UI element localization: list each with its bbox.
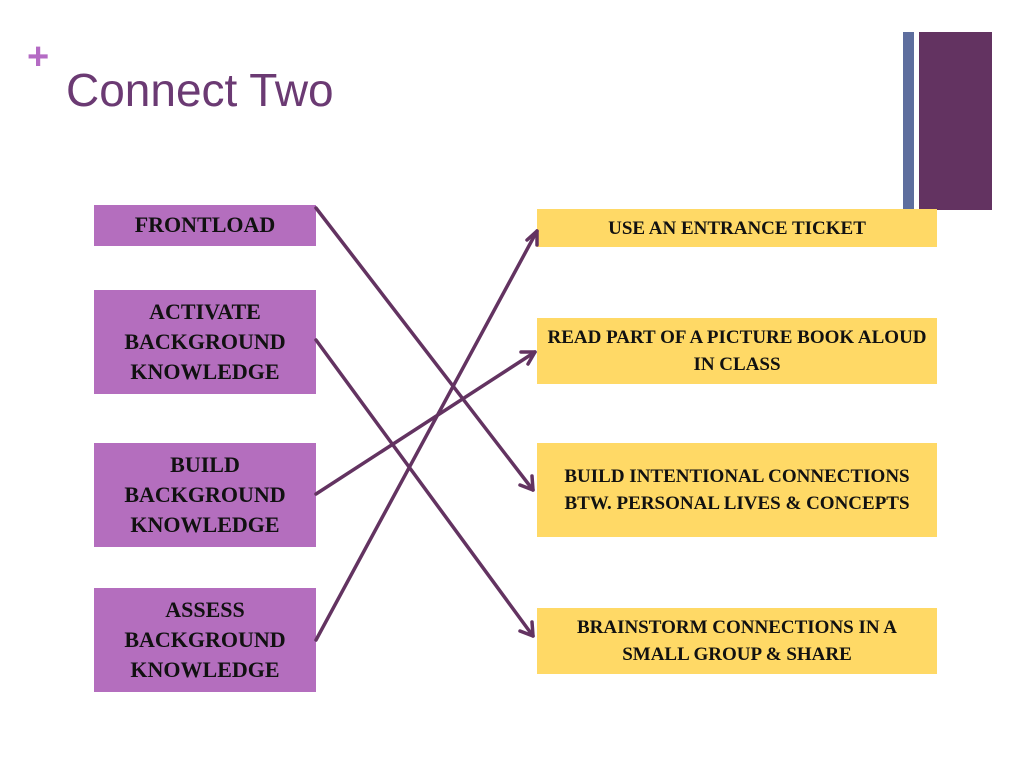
decorative-bar-thick bbox=[919, 32, 992, 210]
arrow-assess-to-entrance-ticket bbox=[314, 229, 539, 642]
right-box-picture-book: READ PART OF A PICTURE BOOK ALOUD IN CLA… bbox=[537, 318, 937, 384]
left-box-assess: ASSESS BACKGROUND KNOWLEDGE bbox=[94, 588, 316, 692]
right-box-intentional-connections: BUILD INTENTIONAL CONNECTIONS BTW. PERSO… bbox=[537, 443, 937, 537]
right-box-brainstorm: BRAINSTORM CONNECTIONS IN A SMALL GROUP … bbox=[537, 608, 937, 674]
decorative-bar-thin bbox=[903, 32, 914, 210]
left-box-activate: ACTIVATE BACKGROUND KNOWLEDGE bbox=[94, 290, 316, 394]
arrowhead-icon bbox=[518, 474, 535, 492]
arrow-build-to-picture-book bbox=[314, 350, 537, 496]
arrow-frontload-to-intentional-connections bbox=[314, 206, 535, 492]
slide-title: Connect Two bbox=[66, 64, 334, 116]
right-box-label: BUILD INTENTIONAL CONNECTIONS BTW. PERSO… bbox=[564, 466, 910, 514]
arrowhead-icon bbox=[525, 229, 539, 247]
arrowhead-icon bbox=[518, 620, 535, 638]
left-box-label: ACTIVATE BACKGROUND KNOWLEDGE bbox=[124, 299, 286, 384]
plus-icon: + bbox=[27, 36, 50, 78]
right-box-label: USE AN ENTRANCE TICKET bbox=[608, 217, 866, 239]
right-box-entrance-ticket: USE AN ENTRANCE TICKET bbox=[537, 209, 937, 247]
left-box-build: BUILD BACKGROUND KNOWLEDGE bbox=[94, 443, 316, 547]
left-box-frontload: FRONTLOAD bbox=[94, 205, 316, 246]
left-box-label: ASSESS BACKGROUND KNOWLEDGE bbox=[124, 597, 286, 682]
left-box-label: FRONTLOAD bbox=[134, 212, 276, 237]
right-box-label: READ PART OF A PICTURE BOOK ALOUD IN CLA… bbox=[547, 327, 927, 375]
right-box-label: BRAINSTORM CONNECTIONS IN A SMALL GROUP … bbox=[576, 617, 898, 665]
arrowhead-icon bbox=[519, 350, 537, 366]
left-box-label: BUILD BACKGROUND KNOWLEDGE bbox=[124, 452, 286, 537]
arrow-activate-to-brainstorm bbox=[314, 338, 535, 638]
